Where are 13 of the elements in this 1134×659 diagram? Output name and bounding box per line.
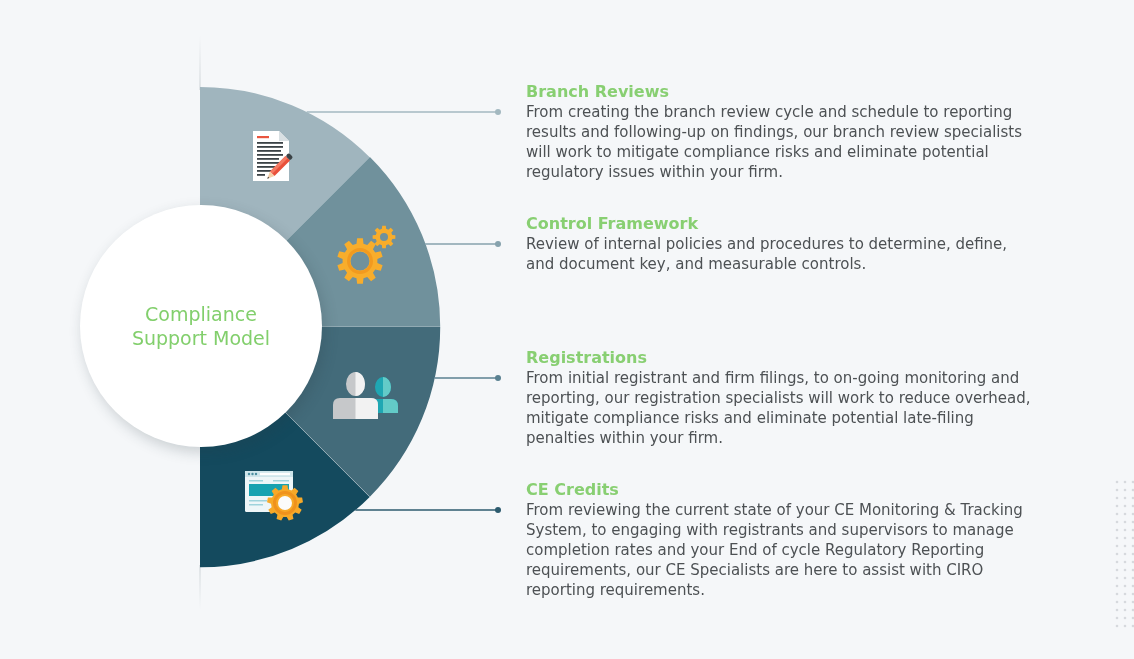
leader-line (354, 507, 501, 513)
section-description: Review of internal policies and procedures to determine, define, and document key, and measurable controls. (526, 234, 1009, 274)
section-heading: Control Framework (526, 214, 700, 234)
section-heading: Registrations (526, 348, 648, 368)
hub-title: Compliance Support Model (130, 302, 272, 350)
leader-line (433, 375, 501, 381)
section-description: From initial registrant and firm filings, to on-going monitoring and reporting, our registration specialists will work to reduce overhead, mitigate compliance risks and eliminate potential late-filing penalties within your firm. (526, 368, 1032, 448)
section-heading: CE Credits (526, 480, 620, 500)
leader-line (424, 241, 501, 247)
section-description: From reviewing the current state of your CE Monitoring & Tracking System, to engaging with registrants and supervisors to manage completion rates and your End of cycle Regulatory Reporting requirements, our CE Specialists are here to assist with CIRO reporting requirements. (526, 500, 1024, 600)
section-description: From creating the branch review cycle and schedule to reporting results and following-up on findings, our branch review specialists will work to mitigate compliance risks and eliminate potential regulatory issues within your firm. (526, 102, 1024, 182)
leader-line (306, 109, 501, 115)
section-heading: Branch Reviews (526, 82, 670, 102)
